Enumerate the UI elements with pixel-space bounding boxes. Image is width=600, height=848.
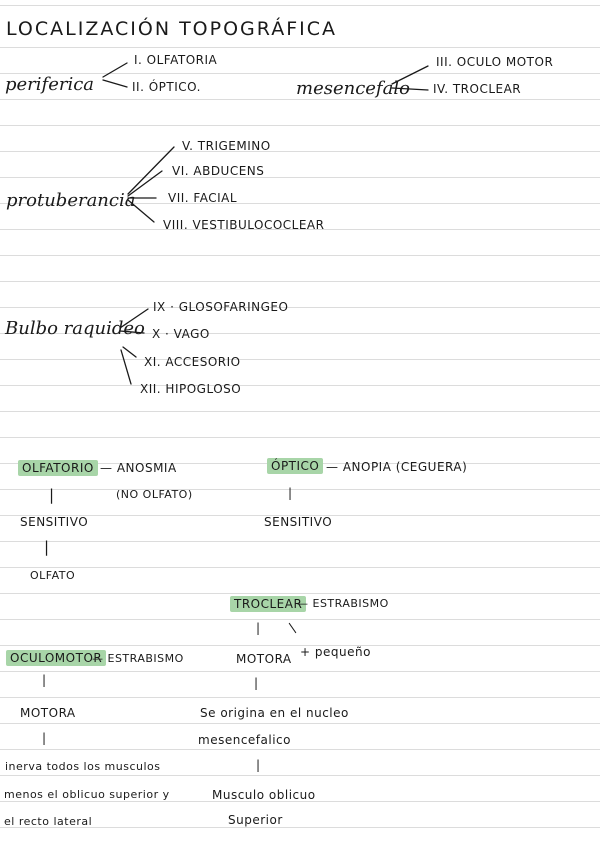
optico-name: ÓPTICO	[267, 458, 324, 474]
mesencefalo-item-1: III. OCULO MOTOR	[436, 55, 554, 69]
troclear-type: MOTORA	[236, 652, 292, 666]
troclear-effect: — ESTRABISMO	[297, 597, 389, 610]
olfatorio-function: OLFATO	[30, 569, 76, 582]
mesencefalo-label: mesencefalo	[296, 78, 410, 99]
protuberancia-label: protuberancia	[6, 190, 136, 211]
bulbo-item-1: IX · GLOSOFARINGEO	[153, 300, 289, 314]
oculomotor-sep-2: |	[42, 731, 47, 745]
bulbo-item-2: X · VAGO	[152, 327, 210, 341]
troclear-sep-3: |	[256, 758, 261, 772]
troclear-sep-2: |	[254, 676, 259, 690]
troclear-origin-2: mesencefalico	[198, 733, 291, 747]
mesencefalo-item-2: IV. TROCLEAR	[433, 82, 522, 96]
olfatorio-sep-1: |	[49, 486, 55, 504]
protuberancia-item-2: VI. ABDUCENS	[172, 164, 265, 178]
oculomotor-line-3: el recto lateral	[4, 815, 93, 828]
periferica-label: periferica	[5, 74, 95, 95]
oculomotor-line-2: menos el oblicuo superior y	[4, 788, 170, 801]
troclear-note: + pequeño	[300, 645, 371, 659]
bulbo-item-4: XII. HIPOGLOSO	[140, 382, 242, 396]
arrow-protuberancia-2	[127, 170, 163, 197]
olfatorio-type: SENSITIVO	[20, 515, 89, 529]
optico-sep-1: |	[288, 486, 293, 500]
oculomotor-sep-1: |	[42, 673, 47, 687]
oculomotor-name: OCULOMOTOR	[6, 650, 107, 666]
arrow-protuberancia-4	[127, 199, 155, 223]
arrow-periferica-2	[102, 79, 128, 88]
optico-effect: — ANOPIA (ceguera)	[326, 460, 468, 474]
troclear-sep-1: |	[256, 621, 261, 635]
periferica-item-2: II. ÓPTICO.	[132, 80, 201, 94]
protuberancia-item-3: VII. FACIAL	[168, 191, 238, 205]
oculomotor-effect: — ESTRABISMO	[92, 652, 184, 665]
protuberancia-item-1: V. TRIGEMINO	[182, 139, 271, 153]
arrow-mesencefalo-1	[391, 65, 429, 85]
periferica-item-1: I. OLFATORIA	[134, 53, 218, 67]
protuberancia-item-4: VIII. VESTIBULOCOCLEAR	[163, 218, 325, 232]
arrow-bulbo-1	[119, 308, 149, 329]
oculomotor-line-1: inerva todos los musculos	[5, 760, 161, 773]
olfatorio-effect: — ANOSMIA	[100, 461, 177, 475]
olfatorio-sep-2: |	[44, 538, 50, 556]
troclear-muscle-1: Musculo oblicuo	[212, 788, 316, 802]
olfatorio-note: (NO OLFATO)	[116, 488, 193, 501]
olfatorio-name: OLFATORIO	[18, 460, 98, 476]
optico-type: SENSITIVO	[264, 515, 333, 529]
troclear-muscle-2: Superior	[228, 813, 283, 827]
arrow-protuberancia-1	[127, 146, 175, 195]
arrow-mesencefalo-2	[391, 87, 429, 91]
troclear-origin-1: Se origina en el nucleo	[200, 706, 349, 720]
oculomotor-type: MOTORA	[20, 706, 76, 720]
page-title: LOCALIZACIÓN TOPOGRÁFICA	[6, 18, 337, 40]
arrow-bulbo-4	[120, 349, 132, 385]
bulbo-label: Bulbo raquideo	[5, 318, 145, 339]
arrow-bulbo-3	[122, 346, 137, 358]
arrow-bulbo-2	[119, 330, 145, 334]
bulbo-item-3: XI. ACCESORIO	[144, 355, 241, 369]
arrow-periferica-1	[102, 62, 128, 78]
troclear-name: TROCLEAR	[230, 596, 307, 612]
